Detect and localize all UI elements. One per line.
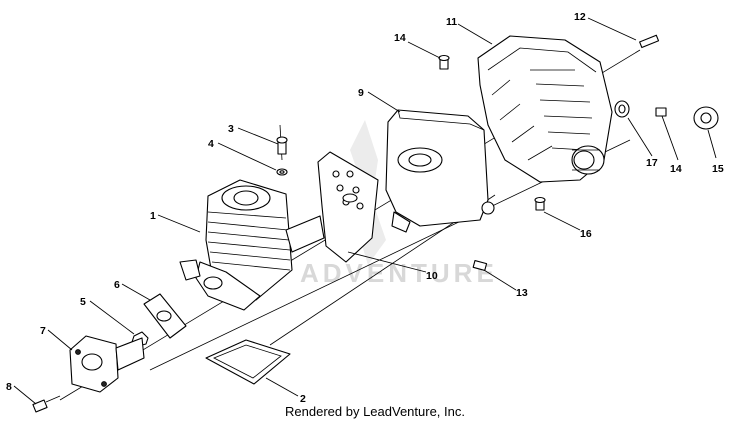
callout-14-top: 14 [394, 32, 406, 44]
callout-4: 4 [208, 138, 214, 150]
part-bolt-washer-nut [614, 34, 719, 130]
callout-16: 16 [580, 228, 592, 240]
callout-3: 3 [228, 123, 234, 135]
callout-1: 1 [150, 210, 156, 222]
callout-8: 8 [6, 381, 12, 393]
callout-17: 17 [646, 157, 658, 169]
callout-10: 10 [426, 270, 438, 282]
callout-15: 15 [712, 163, 724, 175]
callout-13: 13 [516, 287, 528, 299]
callout-14-right: 14 [670, 163, 682, 175]
part-heat-shield [317, 151, 379, 263]
callout-11: 11 [446, 16, 457, 28]
callout-5: 5 [80, 296, 86, 308]
callouts: 1 2 3 4 5 6 7 8 9 10 11 12 13 14 14 15 1 [6, 11, 724, 405]
part-cylinder [179, 179, 325, 311]
part-muffler [385, 109, 495, 233]
footer-credit: Rendered by LeadVenture, Inc. [285, 404, 465, 419]
part-base-gasket [205, 339, 291, 385]
part-intake-gasket [143, 293, 187, 339]
part-screw-and-washer [276, 136, 288, 176]
part-screw-long [32, 395, 61, 413]
part-intake-adapter [69, 335, 145, 393]
callout-9: 9 [358, 87, 364, 99]
part-muffler-cover [477, 35, 613, 183]
callout-12: 12 [574, 11, 586, 23]
part-small-screws [438, 54, 667, 271]
callout-7: 7 [40, 325, 46, 337]
callout-2: 2 [300, 393, 306, 405]
callout-6: 6 [114, 279, 120, 291]
